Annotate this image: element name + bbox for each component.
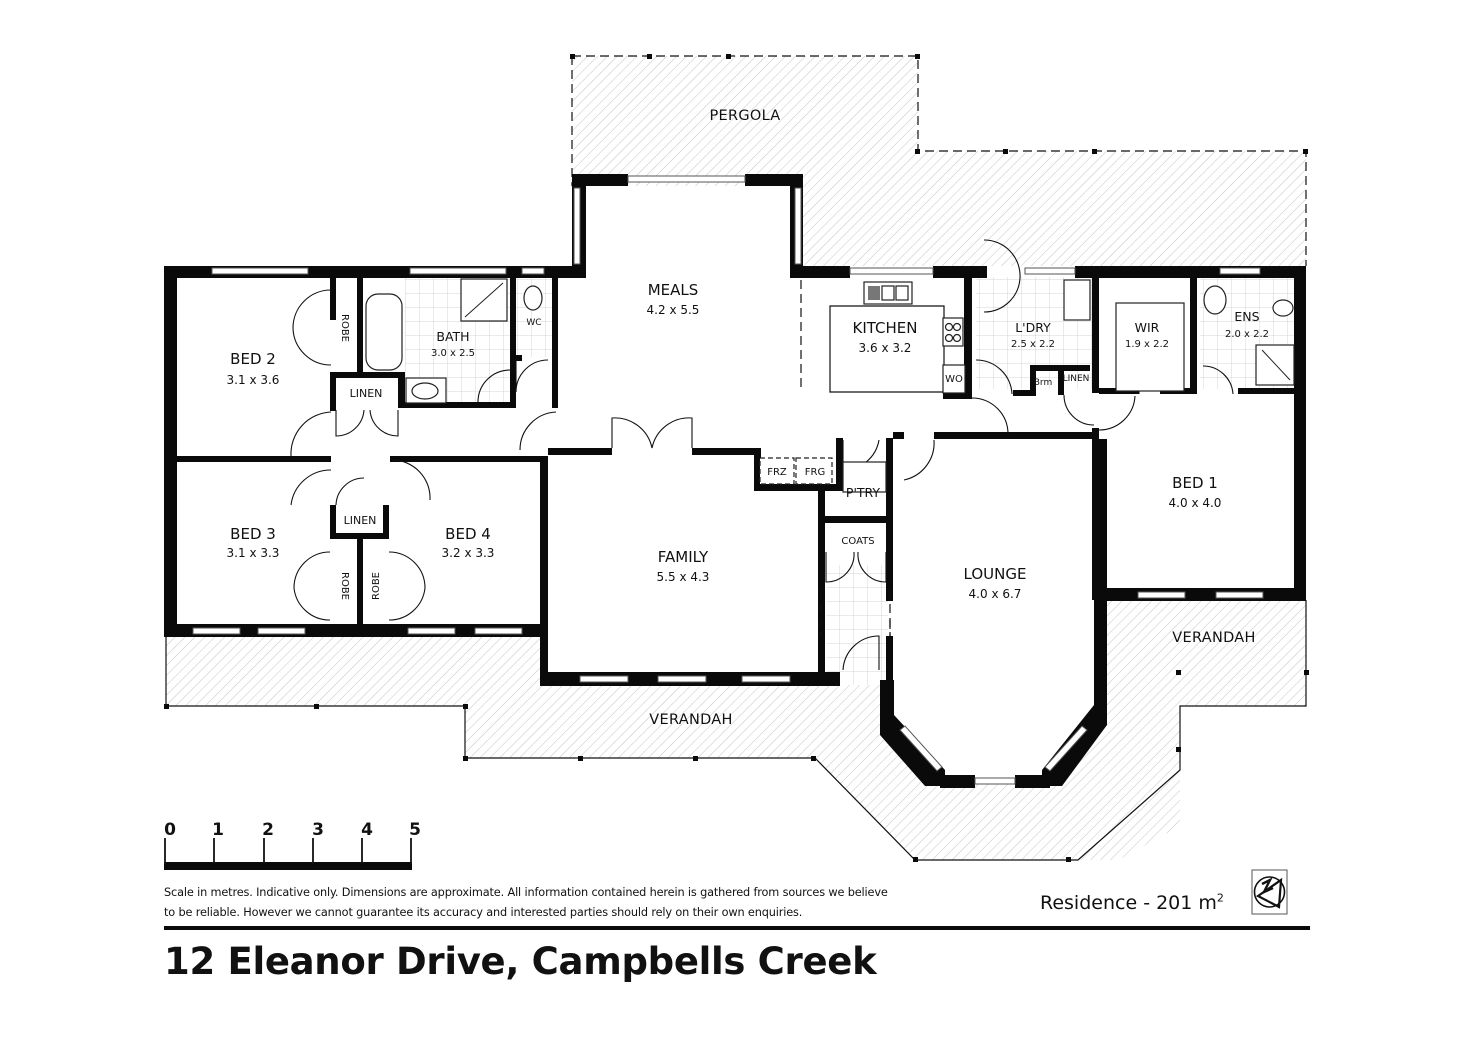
footer-divider: [164, 926, 1310, 930]
area-label: Residence: [1040, 892, 1138, 914]
ensuite-basin-icon: [1203, 285, 1227, 315]
room-name-meals: MEALS: [648, 281, 699, 299]
label-wall-oven: WO: [945, 374, 963, 385]
room-name-bed4: BED 4: [445, 525, 491, 543]
label-freezer: FRZ: [767, 467, 787, 478]
small-labels: ROBE LINEN WC WO Brm LINEN LINEN ROBE RO…: [339, 314, 1089, 600]
verandah-south-area: [164, 600, 1309, 862]
toilet-icon: [523, 285, 543, 311]
pergola-area: [570, 54, 1308, 266]
room-name-family: FAMILY: [658, 548, 709, 566]
label-wc: WC: [526, 318, 541, 328]
windows: [192, 175, 1264, 785]
label-pantry: P'TRY: [846, 485, 880, 500]
pantry-shelf: [842, 461, 887, 493]
scale-tick-label: 3: [312, 820, 324, 840]
residence-area: Residence - 201 m2: [1040, 892, 1224, 914]
property-address-title: 12 Eleanor Drive, Campbells Creek: [164, 940, 877, 983]
room-dims-bath: 3.0 x 2.5: [431, 348, 475, 359]
room-dims-bed4: 3.2 x 3.3: [442, 546, 495, 560]
room-dims-family: 5.5 x 4.3: [657, 570, 710, 584]
label-linen-upper: LINEN: [350, 387, 383, 400]
scale-tick-label: 2: [262, 820, 274, 840]
entry-tiles: [826, 565, 888, 685]
room-labels: BED 2 3.1 x 3.6 BATH 3.0 x 2.5 MEALS 4.2…: [227, 281, 1270, 601]
basin-icon: [411, 382, 439, 400]
area-unit-superscript: 2: [1216, 891, 1224, 905]
scale-tick-label: 4: [361, 820, 373, 840]
label-verandah-south: VERANDAH: [649, 712, 732, 728]
room-name-wir: WIR: [1135, 320, 1160, 335]
room-name-bath: BATH: [436, 329, 469, 344]
room-dims-bed1: 4.0 x 4.0: [1169, 496, 1222, 510]
label-pergola: PERGOLA: [709, 108, 780, 124]
room-dims-bed3: 3.1 x 3.3: [227, 546, 280, 560]
laundry-trough-icon: [1063, 279, 1091, 321]
label-broom: Brm: [1034, 378, 1052, 388]
room-dims-wir: 1.9 x 2.2: [1125, 339, 1169, 350]
label-fridge: FRG: [805, 467, 825, 478]
room-name-bed2: BED 2: [230, 350, 276, 368]
room-dims-bed2: 3.1 x 3.6: [227, 373, 280, 387]
scale-tick-label: 5: [409, 820, 421, 840]
label-verandah-east: VERANDAH: [1172, 630, 1255, 646]
room-name-bed3: BED 3: [230, 525, 276, 543]
room-dims-kitchen: 3.6 x 3.2: [859, 341, 912, 355]
ensuite-shower-icon: [1255, 344, 1295, 386]
scale-tick-label: 1: [212, 820, 224, 840]
disclaimer-line-2: to be reliable. However we cannot guaran…: [164, 906, 803, 919]
room-name-lounge: LOUNGE: [964, 565, 1027, 583]
ensuite-toilet-icon: [1272, 299, 1294, 317]
room-name-kitchen: KITCHEN: [853, 319, 918, 337]
north-arrow-icon: [1251, 869, 1288, 915]
area-value: - 201 m: [1137, 892, 1217, 914]
cooktop-icon: [942, 317, 964, 347]
fixtures: [365, 278, 1295, 640]
fridge-space: [795, 457, 833, 485]
label-linen-lower: LINEN: [344, 514, 377, 527]
room-dims-laundry: 2.5 x 2.2: [1011, 339, 1055, 350]
label-robe-bed2: ROBE: [339, 314, 350, 342]
label-robe-bed3: ROBE: [339, 572, 350, 600]
room-name-bed1: BED 1: [1172, 474, 1218, 492]
scale-tick-label: 0: [164, 820, 176, 840]
room-dims-ensuite: 2.0 x 2.2: [1225, 329, 1269, 340]
room-name-laundry: L'DRY: [1015, 320, 1051, 335]
outdoor-labels: PERGOLA VERANDAH VERANDAH: [649, 108, 1255, 728]
bathtub-icon: [365, 293, 403, 371]
room-dims-lounge: 4.0 x 6.7: [969, 587, 1022, 601]
room-dims-meals: 4.2 x 5.5: [647, 303, 700, 317]
disclaimer-line-1: Scale in metres. Indicative only. Dimens…: [164, 886, 888, 899]
scale-bar: 0 1 2 3 4 5: [164, 820, 421, 870]
label-robe-bed4: ROBE: [371, 572, 382, 600]
wir-shelving: [1115, 302, 1185, 392]
label-coats: COATS: [841, 536, 874, 547]
label-linen-laundry: LINEN: [1063, 374, 1090, 384]
room-name-ensuite: ENS: [1234, 309, 1259, 324]
wall-oven-box: [942, 364, 966, 394]
freezer-space: [759, 457, 795, 485]
